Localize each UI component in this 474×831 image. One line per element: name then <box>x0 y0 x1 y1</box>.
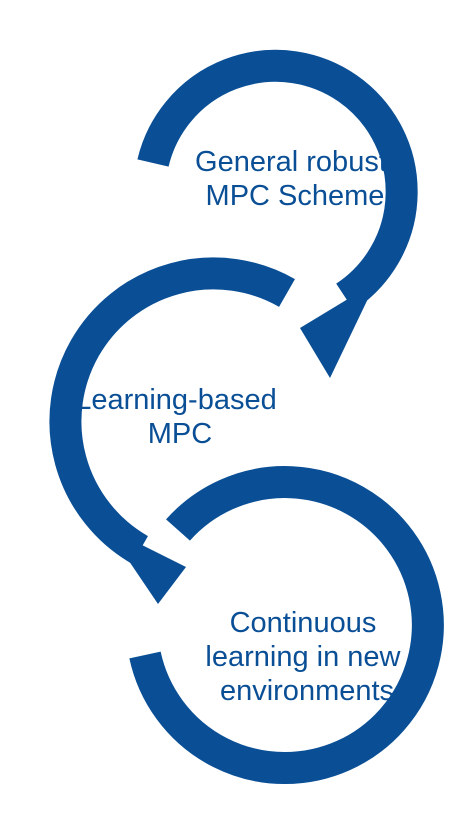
cycle-1-label-line-1: General robust <box>195 146 387 178</box>
cycle-2-label-line-2: MPC <box>148 418 212 450</box>
cycle-2-label-line-1: Learning-based <box>75 384 277 416</box>
cycle-1-arc <box>137 49 418 311</box>
cycle-1-label: General robust MPC Scheme <box>195 146 395 212</box>
cycle-2-label: Learning-based MPC <box>75 384 285 450</box>
cycle-1-arrowhead-icon <box>300 282 376 378</box>
cycle-3-label-line-3: environments <box>220 675 394 707</box>
cycle-2: Learning-based MPC <box>49 257 295 604</box>
cycle-3: Continuous learning in new environments <box>129 466 444 785</box>
cycle-3-label-line-2: learning in new <box>205 641 401 673</box>
cycle-3-label: Continuous learning in new environments <box>205 607 408 707</box>
cycle-2-arc <box>49 257 295 564</box>
cycle-3-arc <box>129 466 444 785</box>
cycle-1: General robust MPC Scheme <box>137 49 418 378</box>
cycle-1-label-line-2: MPC Scheme <box>206 180 385 212</box>
cycle-2-arrowhead-icon <box>106 527 186 604</box>
cycle-3-label-line-1: Continuous <box>230 607 377 639</box>
